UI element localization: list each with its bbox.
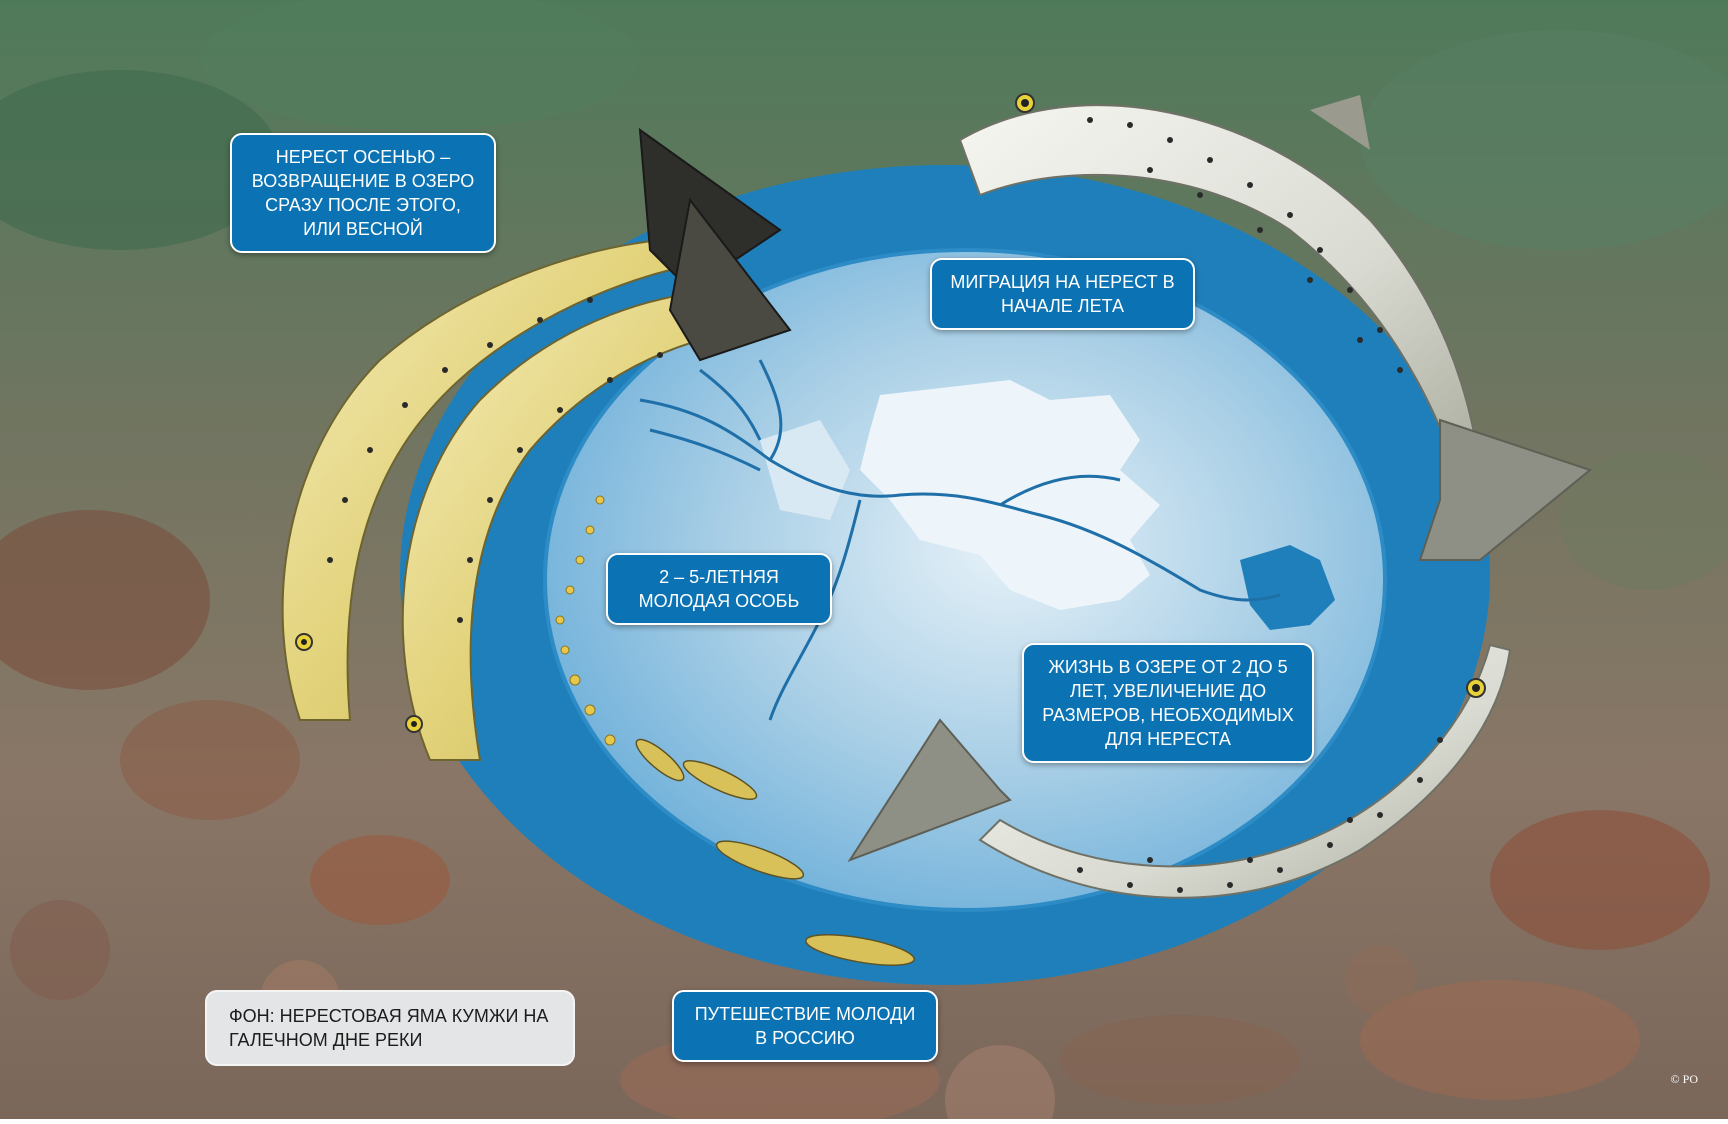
photo-credit: © PO [1671,1072,1698,1087]
label-lake-life: ЖИЗНЬ В ОЗЕРЕ ОТ 2 ДО 5 ЛЕТ, УВЕЛИЧЕНИЕ … [1022,643,1314,763]
label-spawn-autumn: НЕРЕСТ ОСЕНЬЮ – ВОЗВРАЩЕНИЕ В ОЗЕРО СРАЗ… [230,133,496,253]
label-juvenile: 2 – 5-ЛЕТНЯЯ МОЛОДАЯ ОСОБЬ [606,553,832,625]
label-journey: ПУТЕШЕСТВИЕ МОЛОДИ В РОССИЮ [672,990,938,1062]
label-migration: МИГРАЦИЯ НА НЕРЕСТ В НАЧАЛЕ ЛЕТА [930,258,1195,330]
label-background-caption: ФОН: НЕРЕСТОВАЯ ЯМА КУМЖИ НА ГАЛЕЧНОМ ДН… [205,990,575,1066]
